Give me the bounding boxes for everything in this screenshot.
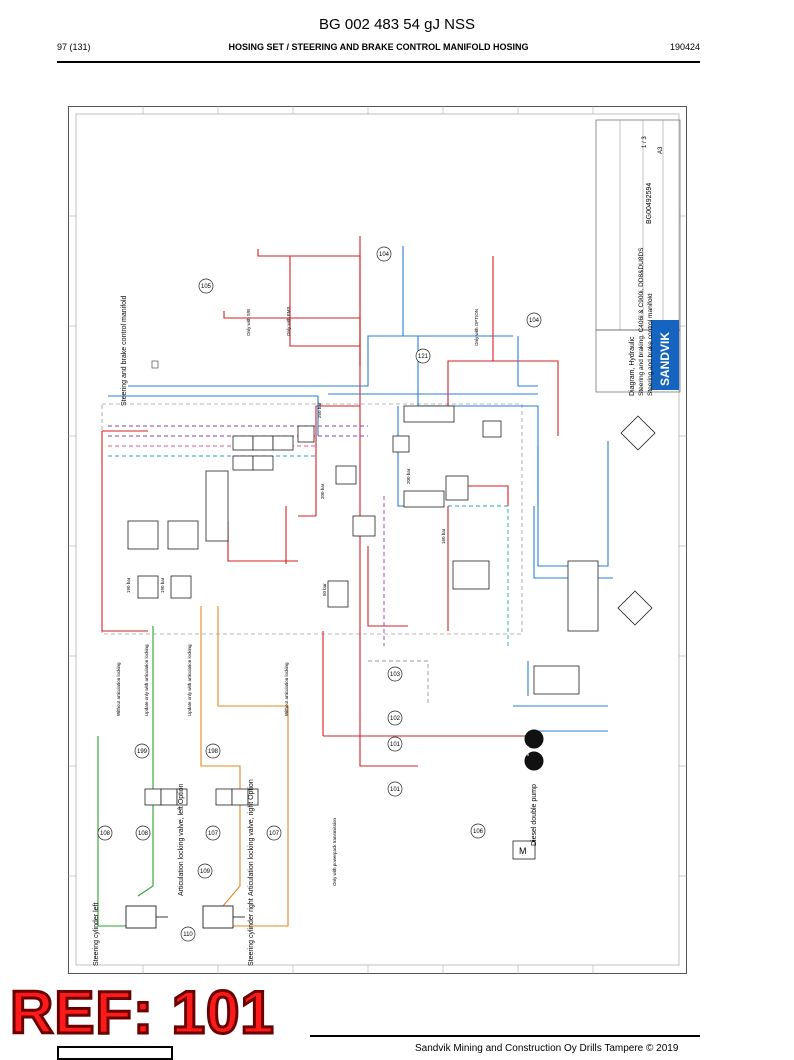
svg-text:110: 110: [183, 932, 193, 938]
svg-text:102: 102: [390, 716, 401, 722]
brand-logo-text: SANDVIK: [658, 332, 672, 386]
page-title: HOSING SET / STEERING AND BRAKE CONTROL …: [228, 42, 529, 52]
pump-label: Diesel double pump: [531, 784, 538, 846]
callout-121: 121: [415, 348, 431, 364]
callout-102: 102: [387, 710, 403, 726]
callout-110: 110: [180, 926, 196, 942]
callout-105: 105: [198, 278, 214, 294]
document-date: 190424: [669, 42, 700, 52]
callout-106: 106: [470, 823, 486, 839]
svg-text:199: 199: [137, 749, 148, 755]
note-sb: Only with S/B: [246, 309, 251, 336]
svg-text:121: 121: [418, 354, 429, 360]
note-no-articulation-left: Without articulation locking: [116, 662, 121, 716]
title-sub2: Steering and brake control manifold: [647, 293, 654, 396]
svg-text:105: 105: [201, 284, 212, 290]
steering-cylinders: [125, 905, 245, 929]
pressure-label-7: 50 bar: [322, 583, 327, 596]
callout-107b: 107: [266, 825, 282, 841]
callout-109: 109: [197, 863, 213, 879]
lock-right-label: Articulation locking valve, right Option: [248, 779, 255, 896]
svg-text:107: 107: [208, 831, 219, 837]
sheet-number: 1 / 3: [642, 136, 648, 148]
pump-assembly: [512, 729, 544, 860]
svg-text:109: 109: [200, 869, 211, 875]
callout-104a: 104: [376, 246, 392, 262]
manifold-title: Steering and brake control manifold: [121, 295, 128, 406]
steer-left-label: Steering cylinder left: [93, 903, 100, 966]
footer-divider: [310, 1035, 700, 1037]
callouts: 105 104 104 121 103 102 101 101 106 108 …: [97, 246, 542, 942]
document-code: BG 002 483 54 gJ NSS: [319, 16, 475, 33]
callout-101a: 101: [387, 736, 403, 752]
svg-text:101: 101: [390, 787, 401, 793]
note-update-articulation-left: Update only with articulation locking: [144, 644, 149, 716]
page-number: 97 (131): [57, 42, 91, 52]
steering-left-lines: [97, 626, 154, 927]
page-header: 97 (131) HOSING SET / STEERING AND BRAKE…: [57, 42, 700, 58]
hydraulic-schematic: SANDVIK Diagram, Hydraulic Steering and …: [68, 106, 687, 974]
steering-right-lines: [200, 606, 289, 927]
pressure-label-2: 190 bar: [160, 577, 165, 593]
pressure-lines: [101, 236, 559, 767]
note-no-articulation-right: Without articulation locking: [284, 662, 289, 716]
svg-text:108: 108: [100, 831, 111, 837]
note-update-articulation-right: Update only with articulation locking: [187, 644, 192, 716]
steer-right-label: Steering cylinder right: [248, 898, 255, 966]
svg-text:101: 101: [390, 742, 401, 748]
callout-101b: 101: [387, 781, 403, 797]
callout-104b: 104: [526, 312, 542, 328]
callout-108b: 108: [135, 825, 151, 841]
note-powerpack: Only with powerpack transmission: [332, 817, 337, 886]
motor-label: M: [519, 846, 527, 856]
svg-text:198: 198: [208, 749, 219, 755]
title-sub1: Steering and braking, C406i & C900i, DD8…: [638, 247, 645, 396]
pressure-label-6: 250 bar: [317, 402, 322, 418]
note-option: Only with OPTION: [474, 309, 479, 346]
callout-107a: 107: [205, 825, 221, 841]
footer-logo: [57, 1046, 173, 1060]
pressure-label-3: 160 bar: [441, 528, 446, 544]
valve-components: [127, 405, 656, 695]
title-diagram-label: Diagram, Hydraulic: [629, 336, 636, 396]
callout-198: 198: [205, 743, 221, 759]
svg-text:108: 108: [138, 831, 149, 837]
callout-199: 199: [134, 743, 150, 759]
callout-103: 103: [387, 666, 403, 682]
svg-text:106: 106: [473, 829, 484, 835]
drawing-frame: [68, 106, 687, 974]
sheet-size: A3: [658, 146, 664, 154]
note-ems: Only with EMS: [286, 306, 291, 336]
manifold-title-text: Steering and brake control manifold: [121, 295, 128, 406]
pressure-label-1: 190 bar: [126, 577, 131, 593]
title-block: SANDVIK Diagram, Hydraulic Steering and …: [595, 119, 681, 396]
pressure-label-5: 200 bar: [320, 483, 325, 499]
footer-copyright: Sandvik Mining and Construction Oy Drill…: [415, 1043, 679, 1054]
drawing-inner-frame: [75, 113, 680, 966]
svg-text:103: 103: [390, 672, 401, 678]
svg-text:104: 104: [529, 318, 540, 324]
lock-left-label: Articulation locking valve, left Option: [178, 783, 185, 896]
reference-stamp: REF: 101: [9, 979, 276, 1046]
svg-text:104: 104: [379, 252, 390, 258]
header-divider: [57, 61, 700, 63]
lock-valves: [144, 788, 259, 806]
sandvik-logo: [651, 320, 679, 390]
zone-ticks: [68, 106, 687, 974]
pressure-label-4: 200 bar: [406, 468, 411, 484]
drawing-number: BG00492594: [646, 183, 653, 224]
callout-108a: 108: [97, 825, 113, 841]
svg-text:107: 107: [269, 831, 280, 837]
